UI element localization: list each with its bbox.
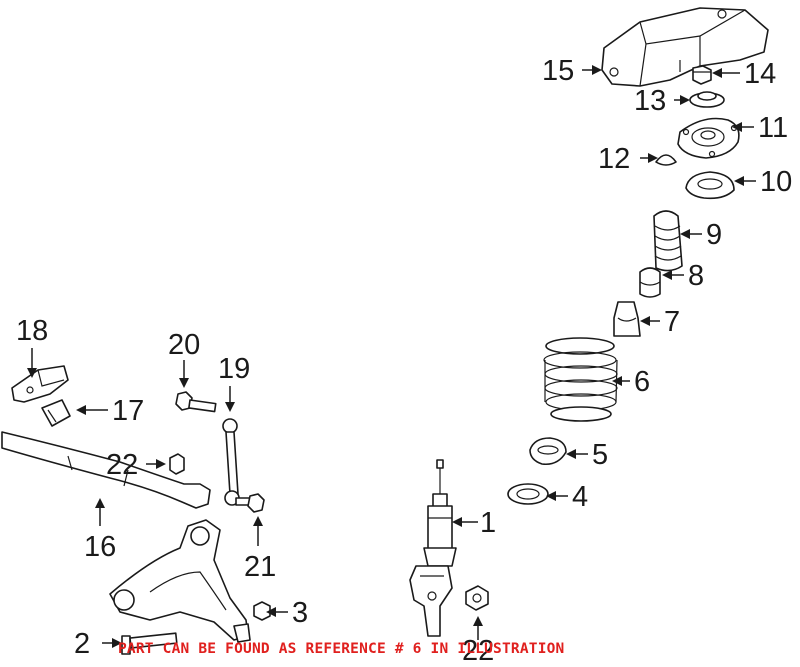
lower-spring-seat [529, 437, 567, 466]
callout-18: 18 [16, 315, 48, 347]
leader-arrows [27, 65, 756, 648]
strut-mount-bracket [601, 7, 769, 87]
bump-stop [639, 267, 661, 298]
lower-nut-left [169, 453, 185, 475]
stabilizer-bar [1, 431, 211, 509]
callout-16: 16 [84, 531, 116, 563]
callout-14: 14 [744, 58, 776, 90]
callout-21: 21 [244, 551, 276, 583]
control-arm-nut [253, 601, 271, 621]
callout-2: 2 [74, 628, 90, 660]
spring-isolator [507, 483, 549, 505]
dust-boot [653, 210, 683, 272]
link-bolt-lower [235, 493, 265, 513]
top-nut [692, 65, 712, 85]
callout-10: 10 [760, 166, 792, 198]
stabilizer-bushing [41, 399, 71, 427]
callout-4: 4 [572, 481, 588, 513]
callout-1: 1 [480, 507, 496, 539]
coil-spring [543, 337, 618, 422]
lower-control-arm [109, 519, 251, 643]
stabilizer-bracket [11, 365, 69, 403]
callout-8: 8 [688, 260, 704, 292]
callout-9: 9 [706, 219, 722, 251]
upper-bushing [689, 91, 725, 108]
callout-11: 11 [758, 112, 788, 144]
strut-mount [677, 117, 740, 159]
callout-19: 19 [218, 353, 250, 385]
callout-20: 20 [168, 329, 200, 361]
callout-13: 13 [634, 85, 666, 117]
stabilizer-link [222, 418, 240, 506]
upper-spring-seat [685, 171, 735, 200]
reference-notice: PART CAN BE FOUND AS REFERENCE # 6 IN IL… [118, 641, 565, 657]
callout-22-left: 22 [106, 449, 138, 481]
stop-cup [613, 301, 641, 337]
callout-22-right: 22 [462, 635, 494, 667]
callout-7: 7 [664, 306, 680, 338]
lower-nut-right [465, 585, 489, 611]
callout-3: 3 [292, 597, 308, 629]
callout-5: 5 [592, 439, 608, 471]
dust-cap [655, 154, 677, 166]
callout-12: 12 [598, 143, 630, 175]
control-arm-bolt [121, 632, 178, 655]
strut-assembly [409, 459, 457, 637]
callout-17: 17 [112, 395, 144, 427]
callout-6: 6 [634, 366, 650, 398]
callout-15: 15 [542, 55, 574, 87]
link-bolt-upper [175, 391, 217, 413]
